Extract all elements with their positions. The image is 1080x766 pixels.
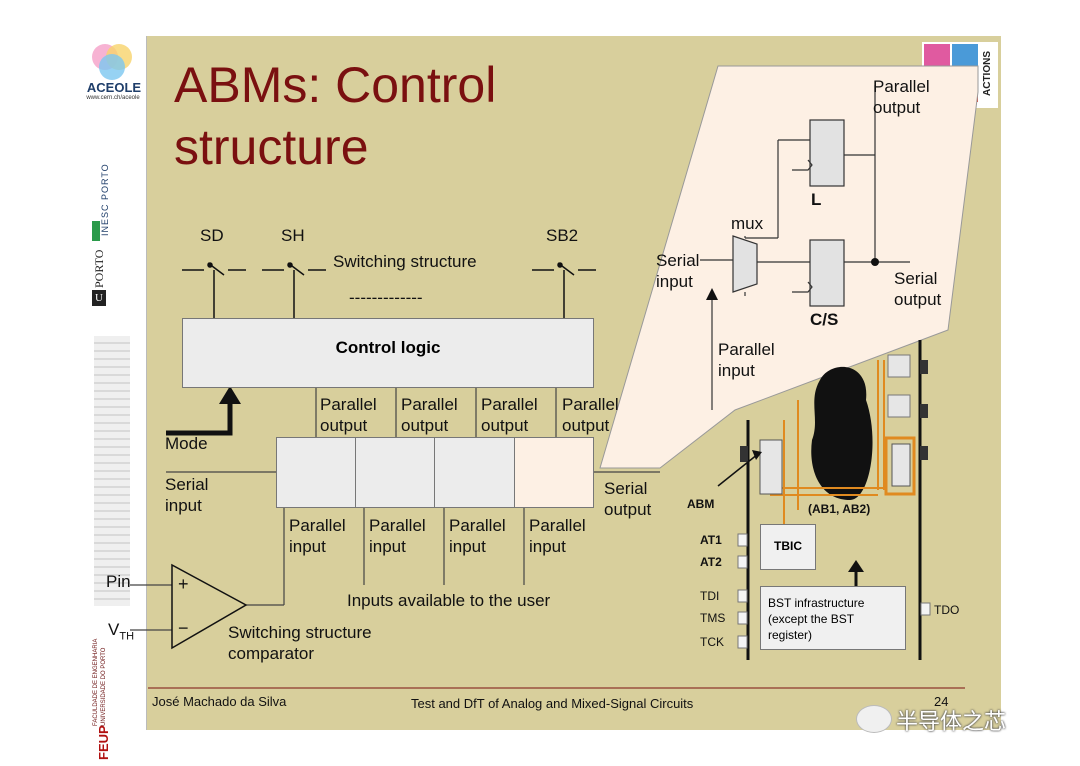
sidebar: ACEOLE www.cern.ch/aceole INESC PORTO U … xyxy=(78,36,147,760)
zoom-mux-label: mux xyxy=(731,214,764,233)
register-cell-1 xyxy=(276,437,356,508)
chip-at2-label: AT2 xyxy=(700,555,722,569)
zoom-serial-input: Serial input xyxy=(656,251,700,291)
switching-structure-label: Switching structure xyxy=(333,252,477,271)
chip-tdo-label: TDO xyxy=(934,603,960,617)
mode-label: Mode xyxy=(165,434,208,453)
comparator-symbol xyxy=(171,563,248,650)
parallel-input-label-1: Parallel input xyxy=(289,516,346,556)
bst-infrastructure-label: BST infrastructure (except the BST regis… xyxy=(768,596,865,642)
chip-at1-label: AT1 xyxy=(700,533,722,547)
zoom-parallel-output: Parallel output xyxy=(873,77,930,117)
tbic-box: TBIC xyxy=(760,524,816,570)
switch-sd-label: SD xyxy=(200,226,224,245)
bst-infrastructure-box: BST infrastructure (except the BST regis… xyxy=(760,586,906,650)
slide-title-line2: structure xyxy=(174,119,369,175)
footer-author: José Machado da Silva xyxy=(152,694,287,709)
watermark-text: 半导体之芯 xyxy=(896,709,1007,734)
zoom-cs-label: C/S xyxy=(810,310,839,329)
chip-tck-label: TCK xyxy=(700,635,724,649)
inesc-logo-mark xyxy=(92,221,100,241)
switch-sh-label: SH xyxy=(281,226,305,245)
parallel-input-label-3: Parallel input xyxy=(449,516,506,556)
chip-abm-label: ABM xyxy=(687,497,715,511)
control-logic-box: Control logic xyxy=(182,318,594,388)
zoom-parallel-input: Parallel input xyxy=(718,340,775,380)
slide-title: ABMs: Control structure xyxy=(174,54,496,178)
inputs-available-label: Inputs available to the user xyxy=(347,591,551,610)
aceole-logo-text: ACEOLE xyxy=(86,80,142,95)
control-logic-label: Control logic xyxy=(335,338,441,357)
parallel-output-label-1: Parallel output xyxy=(320,395,377,435)
parallel-output-label-2: Parallel output xyxy=(401,395,458,435)
zoom-latch-label: L xyxy=(811,190,822,209)
comparator-plus: + xyxy=(178,574,189,594)
chip-tdi-label: TDI xyxy=(700,589,720,603)
parallel-output-label-4: Parallel output xyxy=(562,395,619,435)
switch-dashes: ------------- xyxy=(349,288,423,307)
parallel-input-label-4: Parallel input xyxy=(529,516,586,556)
slide-title-line1: ABMs: Control xyxy=(174,57,497,113)
serial-output-label: Serial output xyxy=(604,479,652,519)
footer-course: Test and DfT of Analog and Mixed-Signal … xyxy=(411,696,694,711)
register-cell-2 xyxy=(355,437,435,508)
parallel-output-label-3: Parallel output xyxy=(481,395,538,435)
chip-ab-label: (AB1, AB2) xyxy=(808,502,871,516)
vth-label: VTH xyxy=(108,620,135,643)
comparator-label: Switching structure comparator xyxy=(228,623,372,663)
chip-tms-label: TMS xyxy=(700,611,726,625)
tbic-label: TBIC xyxy=(774,539,802,553)
building-image xyxy=(94,336,130,606)
aceole-logo: ACEOLE www.cern.ch/aceole xyxy=(80,42,144,104)
aceole-logo-url: www.cern.ch/aceole xyxy=(86,95,140,101)
zoom-callout xyxy=(599,65,979,469)
footer-page-number: 24 xyxy=(934,694,949,709)
register-cell-3 xyxy=(434,437,515,508)
wechat-icon xyxy=(856,705,892,733)
register-cell-4 xyxy=(514,437,594,508)
uporto-logo-u: U xyxy=(92,290,106,306)
parallel-input-label-2: Parallel input xyxy=(369,516,426,556)
zoom-serial-output: Serial output xyxy=(894,269,942,309)
comparator-minus: − xyxy=(178,618,189,638)
switch-sb2-label: SB2 xyxy=(546,226,579,245)
serial-input-label: Serial input xyxy=(165,475,209,515)
pin-label: Pin xyxy=(106,572,131,591)
